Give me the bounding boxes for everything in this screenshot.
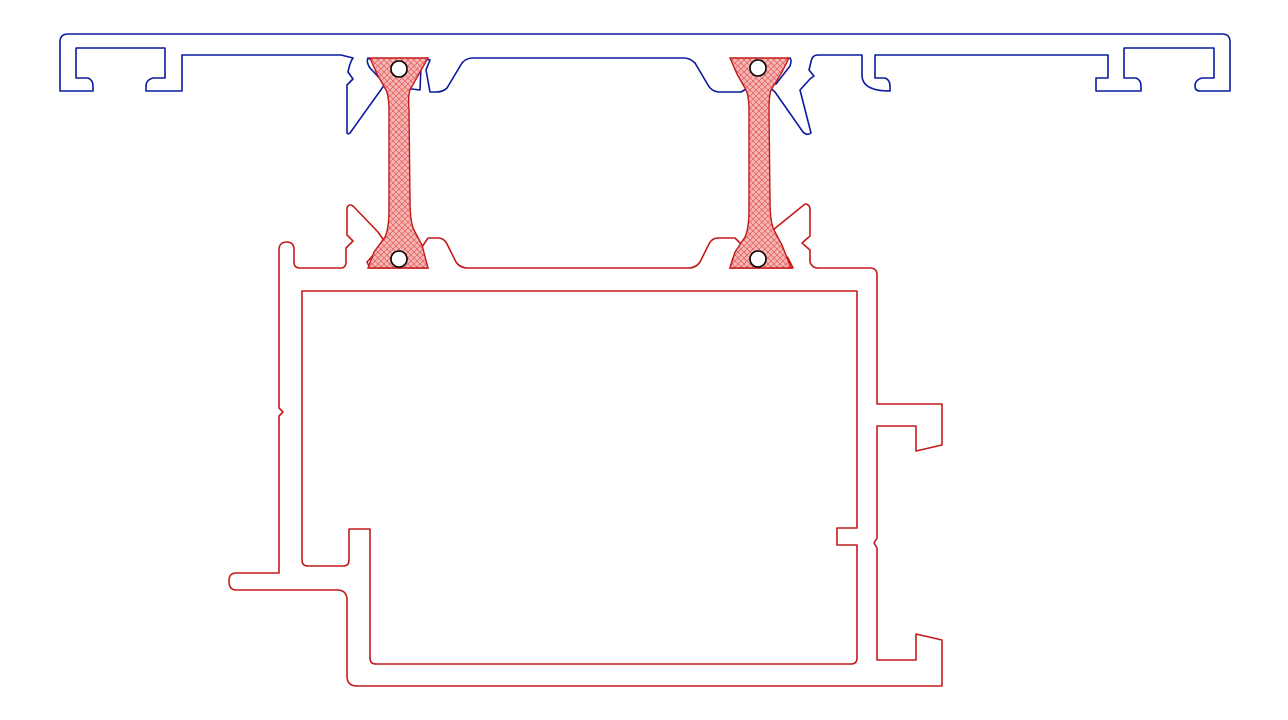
bottom-profile-inner-cavity (301, 290, 858, 665)
thermal-break-right-strip (728, 57, 793, 269)
fastening-point-bottom-right (749, 250, 767, 268)
top-profile-outline (59, 33, 1231, 136)
thermal-break-left (366, 57, 430, 269)
fastening-point-bottom-left (390, 250, 408, 268)
thermal-break-right (728, 57, 793, 269)
fastening-point-top-right (749, 59, 767, 77)
fastening-points (390, 59, 767, 268)
bottom-profile-outer-outline (228, 203, 943, 687)
bottom-profile (228, 203, 943, 687)
fastening-point-top-left (390, 60, 408, 78)
thermal-break-left-strip (366, 57, 430, 269)
top-profile (59, 33, 1231, 136)
